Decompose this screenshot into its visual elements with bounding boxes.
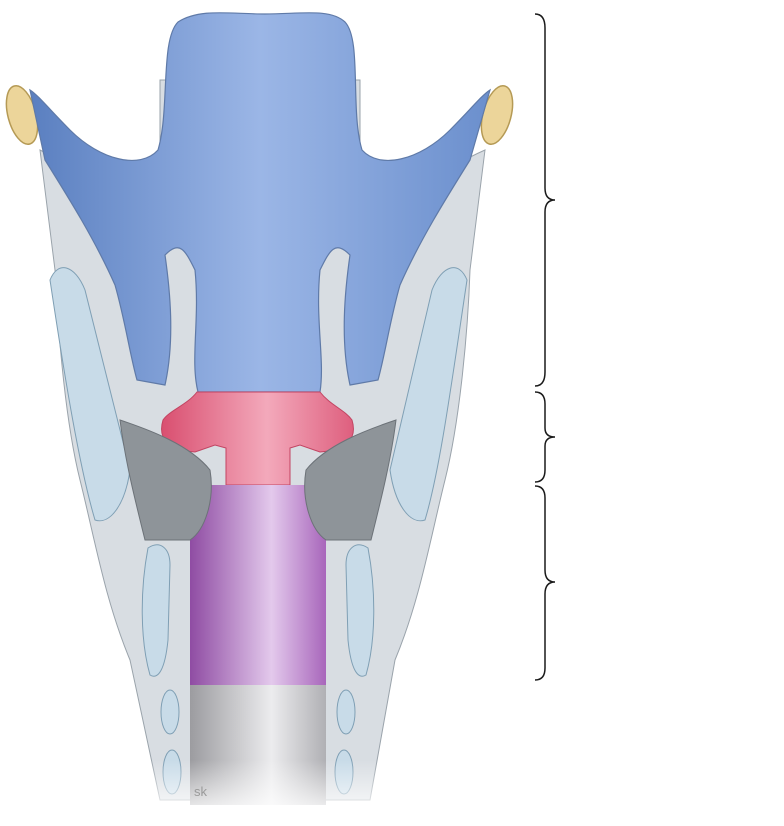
right-thyroid-cartilage [389,267,468,522]
left-thyroid-cartilage [49,267,131,522]
right-cricoid-plate [345,544,375,677]
brace-subglottis [534,485,556,681]
tracheal-ring-left-1 [160,689,180,735]
brace-supraglottis [534,13,556,387]
bottom-fade [0,760,560,821]
artist-signature: sk [194,784,207,799]
tracheal-ring-right-1 [336,689,356,735]
supraglottis-cavity [29,12,492,393]
brace-glottis [534,391,556,483]
subglottis-region [190,485,326,685]
right-cricoid-wedge [304,419,397,541]
left-cricoid-plate [141,544,171,677]
left-cricoid-wedge [119,419,212,541]
